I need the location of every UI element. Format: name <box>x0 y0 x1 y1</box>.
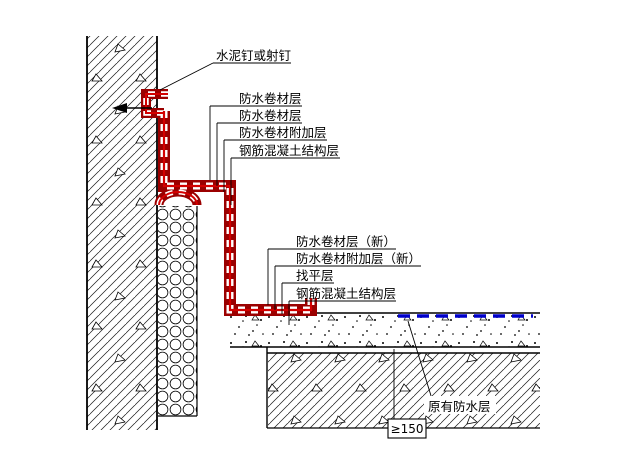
dimension-150: ≥150 <box>387 349 427 439</box>
dimension-150-text: ≥150 <box>391 422 424 436</box>
nail-arrow <box>112 103 152 113</box>
new-waterproof-membrane <box>141 89 317 316</box>
existing-waterproof-leader <box>407 320 433 400</box>
label-leveling-layer: 找平层 <box>296 268 334 283</box>
nail-leader <box>159 62 291 91</box>
existing-waterproof-label-mask <box>424 396 496 414</box>
label-cement-nail: 水泥钉或射钉 <box>216 48 292 63</box>
label-membrane-new: 防水卷材层（新） <box>296 234 396 249</box>
label-membrane-2: 防水卷材层 <box>239 108 302 123</box>
label-rc-structure-upper: 钢筋混凝土结构层 <box>239 143 339 158</box>
label-membrane-1: 防水卷材层 <box>239 91 302 106</box>
roof-slab <box>230 312 540 348</box>
drainage-column <box>158 206 198 417</box>
label-existing-waterproof: 原有防水层 <box>428 399 491 414</box>
lower-leaders <box>267 248 421 325</box>
label-rc-structure-lower: 钢筋混凝土结构层 <box>296 286 396 301</box>
label-membrane-additional: 防水卷材附加层 <box>239 125 327 140</box>
upper-leaders <box>209 105 340 205</box>
label-membrane-additional-new: 防水卷材附加层（新） <box>296 251 421 266</box>
existing-structure <box>266 347 540 429</box>
